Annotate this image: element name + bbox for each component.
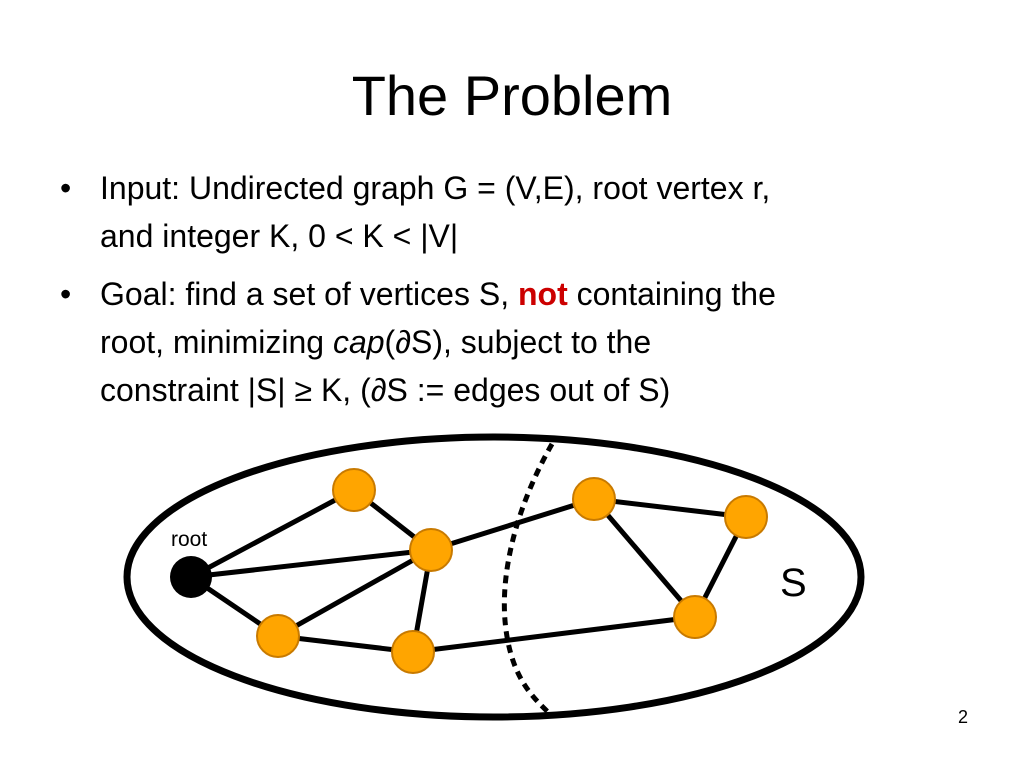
goal-text-end: containing the [567,276,776,312]
goal-line2-end: (∂S), subject to the [384,324,652,360]
root-label: root [171,528,207,551]
bullet-marker: • [60,276,72,312]
bullet-list: • Input: Undirected graph G = (V,E), roo… [60,164,960,424]
bullet-input-line-1: Input: Undirected graph G = (V,E), root … [100,170,771,206]
bullet-goal: • Goal: find a set of vertices S, not co… [60,270,960,414]
edge [591,496,698,620]
emphasis-not: not [517,276,568,312]
cut-dashed-line [501,442,555,714]
edge [188,487,357,580]
goal-text-start: Goal: find a set of vertices S, [100,276,518,312]
bullet-marker: • [60,170,72,206]
vertex [724,495,768,539]
vertex [332,468,376,512]
edge [275,633,416,655]
goal-line2-start: root, minimizing [100,324,333,360]
set-label: S [780,561,807,605]
vertex [409,528,453,572]
vertex [673,595,717,639]
bullet-input-line-2: and integer K, 0 < K < |V| [100,218,459,254]
graph-vertices [256,468,768,674]
bullet-goal-line-3: constraint |S| ≥ K, (∂S := edges out of … [100,372,671,408]
set-boundary-ellipse [123,433,865,721]
vertex [256,614,300,658]
edge [275,547,434,639]
vertex [572,477,616,521]
edge [428,496,597,553]
edge [188,547,434,580]
vertex [391,630,435,674]
root-vertex [170,556,212,598]
slide-title: The Problem [351,64,673,127]
bullet-goal-line-2: root, minimizing cap(∂S), subject to the [100,318,960,366]
cap-italic: cap [332,324,385,360]
edge [410,614,698,655]
page-number: 2 [957,707,968,727]
bullet-goal-line-1: Goal: find a set of vertices S, not cont… [100,270,960,318]
edge [591,496,749,520]
bullet-input: • Input: Undirected graph G = (V,E), roo… [60,164,960,260]
